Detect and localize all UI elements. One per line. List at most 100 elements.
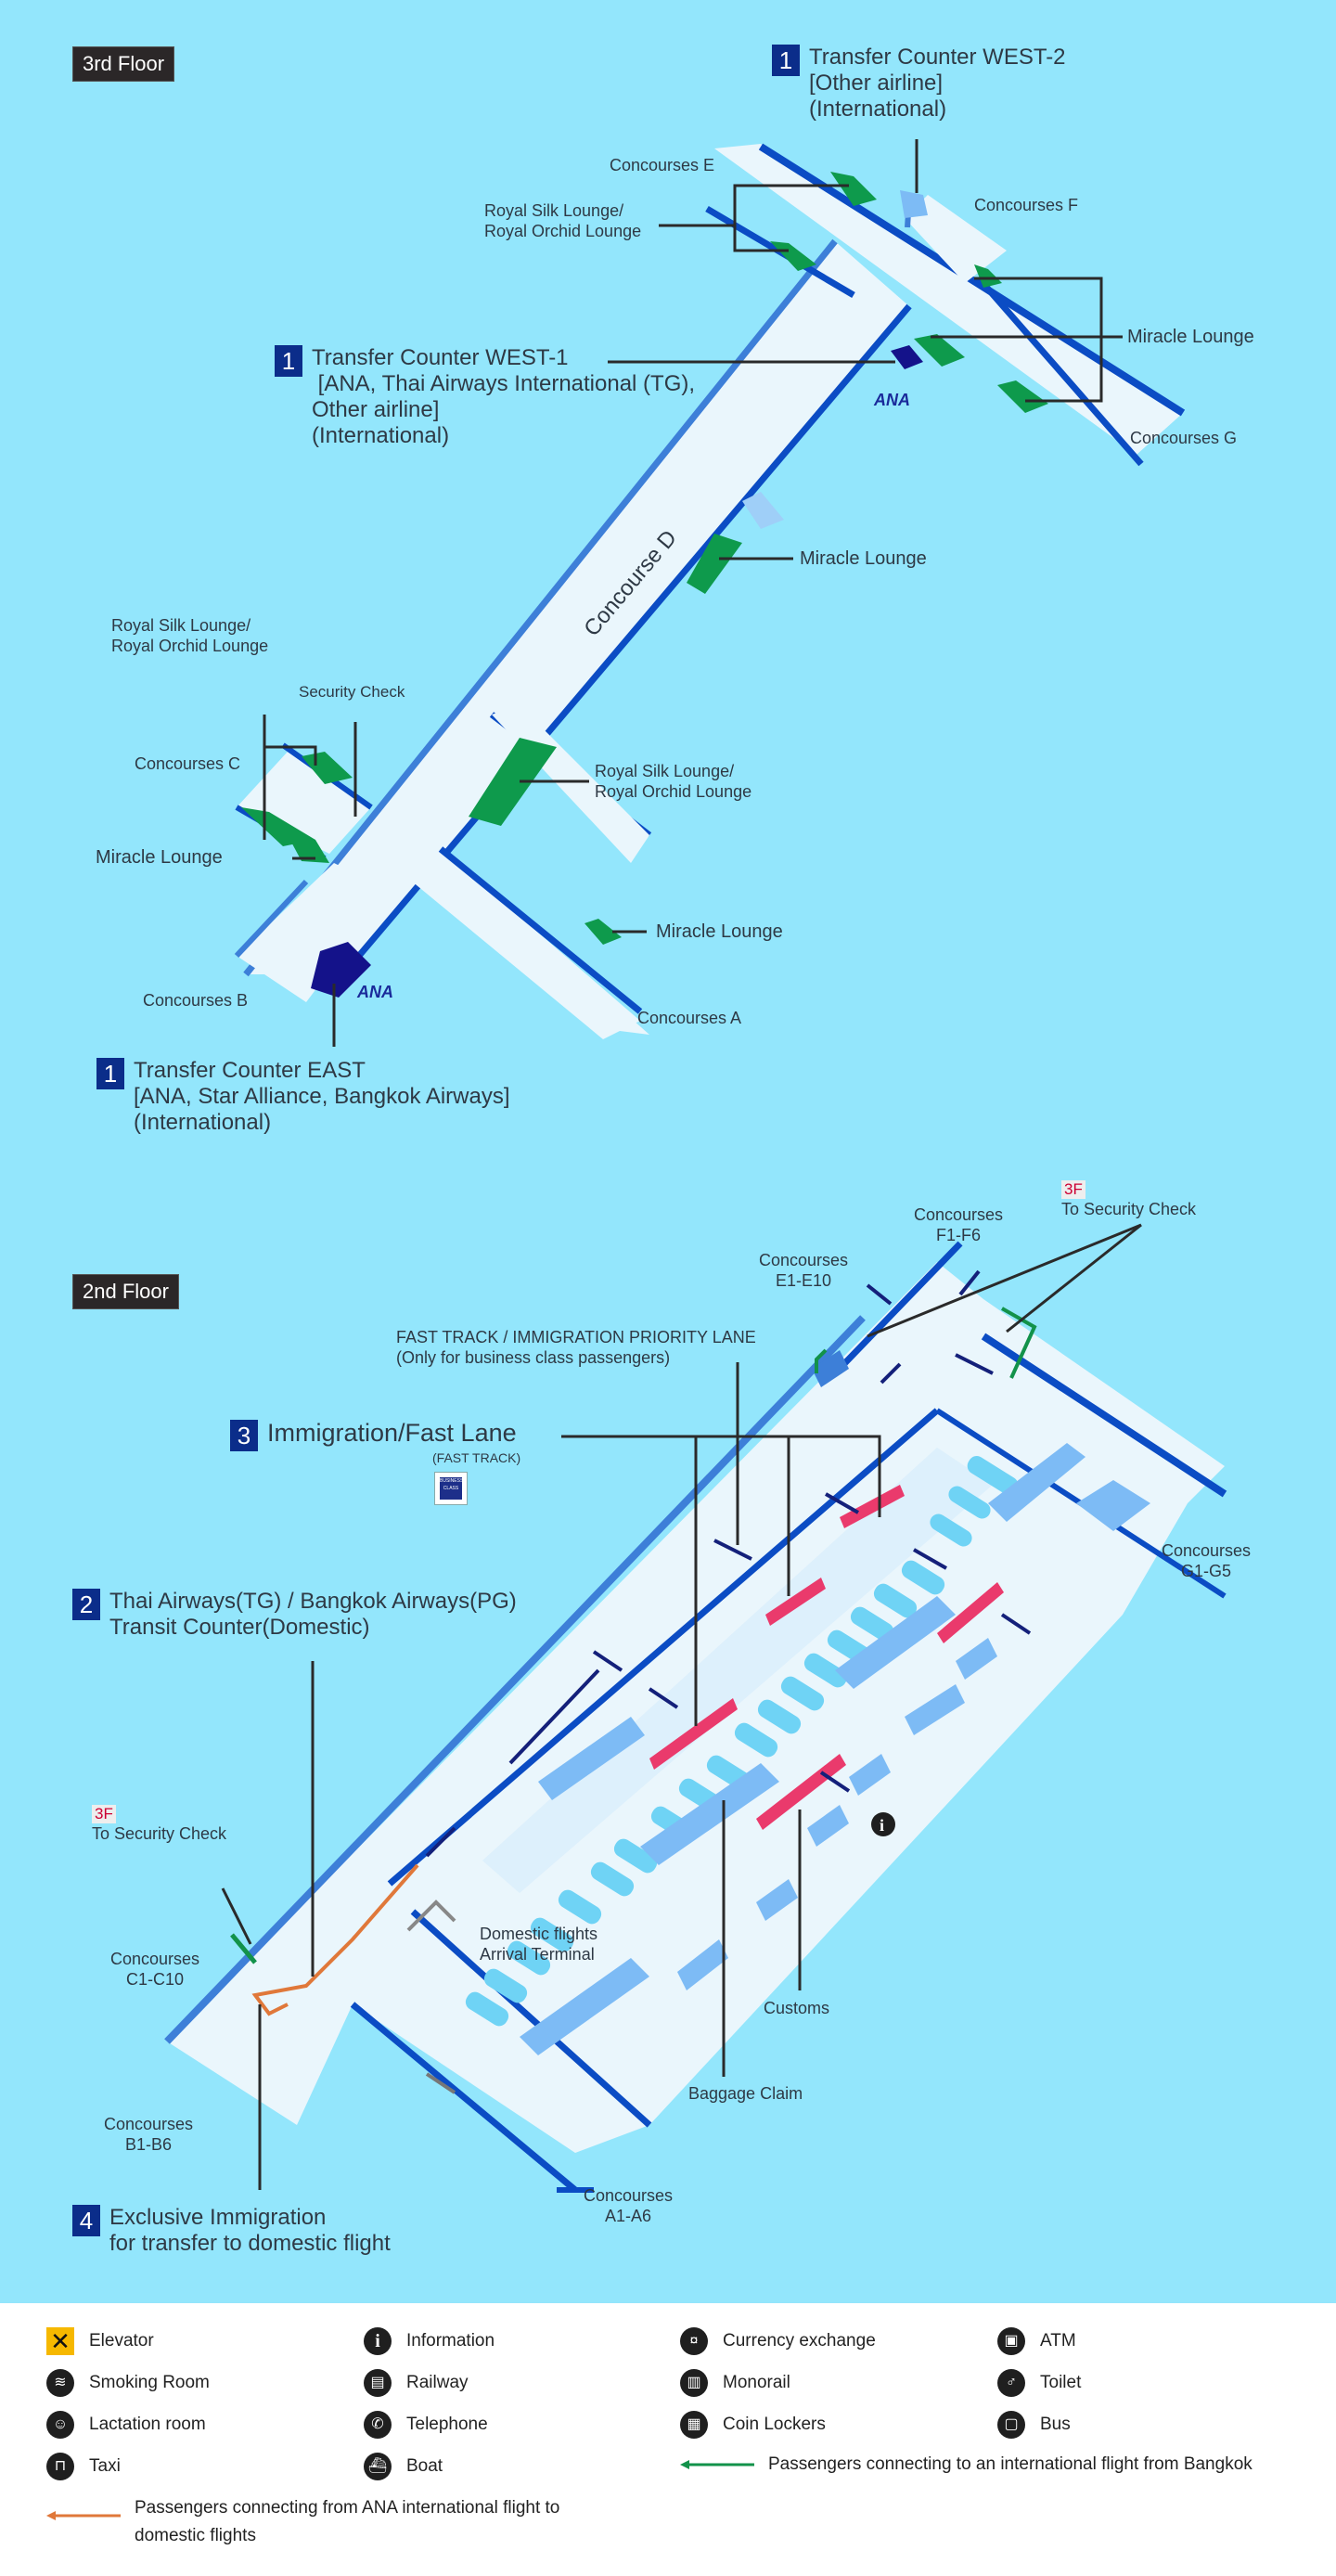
- counter-west1-block: [891, 345, 923, 369]
- floor3-badge: 3rd Floor: [72, 46, 175, 82]
- label-line: Concourses: [110, 1950, 200, 1968]
- toilet-icon: ♂: [997, 2369, 1025, 2397]
- legend-label: Boat: [406, 2456, 443, 2476]
- fast-track-sub-label: (FAST TRACK): [432, 1450, 521, 1465]
- leader-lines-3f: [263, 139, 1123, 1047]
- label-line: To Security Check: [1061, 1200, 1197, 1218]
- label-line: (Only for business class passengers): [396, 1348, 671, 1367]
- floor3-map: [234, 139, 1186, 1047]
- transfer-counter-west1: 1 Transfer Counter WEST-1 [ANA, Thai Air…: [275, 345, 695, 449]
- concourses-a-label: Concourses A: [637, 1009, 742, 1027]
- label-line: E1-E10: [776, 1271, 832, 1290]
- label-line: Arrival Terminal: [480, 1945, 595, 1964]
- marker-number: 4: [72, 2205, 100, 2236]
- label-line: B1-B6: [125, 2135, 173, 2154]
- royal-silk-lounge-label-left: Royal Silk Lounge/ Royal Orchid Lounge: [111, 615, 268, 656]
- terminal-map: i: [164, 139, 1227, 2193]
- concourses-e-label: Concourses E: [610, 156, 715, 174]
- callout-line: Transfer Counter WEST-1: [312, 345, 569, 370]
- ana-logo: ANA: [357, 983, 393, 1001]
- information-marker[interactable]: [871, 1812, 895, 1836]
- legend-label: Coin Lockers: [723, 2415, 826, 2434]
- legend-label: Smoking Room: [89, 2373, 210, 2392]
- boat-icon: ⛴: [364, 2453, 392, 2480]
- counter-east-block: [311, 942, 371, 998]
- callout-line: (International): [809, 97, 947, 122]
- marker-number: 2: [72, 1589, 100, 1620]
- label-line: Concourses: [104, 2115, 194, 2133]
- monorail-icon: ▥: [680, 2369, 708, 2397]
- business-class-badge-icon: BUSINESS CLASS: [434, 1472, 468, 1505]
- immigration-fast-lane: 3 Immigration/Fast Lane: [230, 1420, 517, 1451]
- transit-counter-domestic: 2 Thai Airways(TG) / Bangkok Airways(PG)…: [72, 1589, 517, 1641]
- to-security-check-left: 3F To Security Check: [92, 1803, 226, 1844]
- customs-label: Customs: [764, 1999, 830, 2017]
- callout-line: Exclusive Immigration: [109, 2205, 327, 2230]
- floor-tag: 3F: [1061, 1180, 1086, 1199]
- concourse-d-walkway: [246, 241, 909, 974]
- label-line: Concourses: [914, 1205, 1004, 1224]
- callout-line: [ANA, Thai Airways International (TG),: [312, 371, 696, 396]
- orange-route: [251, 1863, 419, 2016]
- legend-label: Lactation room: [89, 2415, 206, 2434]
- label-line: Domestic flights: [480, 1925, 598, 1943]
- callout-line: Transfer Counter EAST: [134, 1058, 366, 1083]
- floor-tag: 3F: [92, 1805, 116, 1823]
- flow-arrows: [425, 1269, 1032, 1858]
- concourse-f-walkway: [905, 195, 1007, 283]
- label-line: C1-C10: [126, 1970, 185, 1989]
- fast-track-priority-lane-label: FAST TRACK / IMMIGRATION PRIORITY LANE (…: [396, 1327, 756, 1368]
- telephone-icon: ✆: [364, 2411, 392, 2439]
- to-security-check-right: 3F To Security Check: [1061, 1179, 1196, 1219]
- floor2-map: i: [164, 1223, 1227, 2193]
- legend-label: Monorail: [723, 2373, 790, 2392]
- marker-number: 3: [230, 1420, 258, 1451]
- concourses-b1-b6-label: Concourses B1-B6: [104, 2114, 193, 2155]
- legend-label: Toilet: [1040, 2373, 1082, 2392]
- legend-label: Passengers connecting to an internationa…: [768, 2454, 1252, 2474]
- legend-label: Currency exchange: [723, 2331, 876, 2351]
- legend-label: ATM: [1040, 2331, 1076, 2351]
- concourse-b-walkway: [237, 863, 390, 1002]
- label-line: Royal Orchid Lounge: [595, 782, 752, 801]
- floor2-badge: 2nd Floor: [72, 1274, 179, 1309]
- concourses-g1-g5-label: Concourses G1-G5: [1162, 1540, 1251, 1581]
- lounge-blocks: [241, 172, 1048, 945]
- marker-number: 1: [275, 345, 302, 377]
- callout-line: (International): [312, 423, 450, 448]
- legend-label: Bus: [1040, 2415, 1071, 2434]
- label-line: Royal Silk Lounge/: [111, 616, 251, 635]
- domestic-arrival-terminal-label: Domestic flights Arrival Terminal: [480, 1924, 597, 1964]
- label-line: Royal Orchid Lounge: [111, 637, 269, 655]
- exclusive-immigration: 4 Exclusive Immigration for transfer to …: [72, 2205, 391, 2257]
- green-route-left: [230, 1933, 257, 1964]
- lactation-room-icon: ☺: [46, 2411, 74, 2439]
- transfer-counter-east: 1 Transfer Counter EAST [ANA, Star Allia…: [96, 1058, 510, 1136]
- counter-west2-block: [900, 190, 928, 218]
- label-line: FAST TRACK / IMMIGRATION PRIORITY LANE: [396, 1328, 756, 1346]
- currency-exchange-icon: ¤: [680, 2327, 708, 2355]
- elevator-icon: ✕: [46, 2327, 74, 2355]
- concourse-c-walkway: [237, 752, 371, 854]
- label-line: Concourses: [759, 1251, 849, 1269]
- callout-line: Immigration/Fast Lane: [267, 1419, 517, 1447]
- leader-lines-2f: [221, 1223, 1142, 2190]
- royal-silk-lounge-label-top: Royal Silk Lounge/ Royal Orchid Lounge: [484, 200, 641, 241]
- label-line: G1-G5: [1181, 1562, 1232, 1580]
- concourses-c1-c10-label: Concourses C1-C10: [110, 1949, 199, 1990]
- baggage-claim-label: Baggage Claim: [688, 2084, 803, 2103]
- concourses-b-label: Concourses B: [143, 991, 249, 1010]
- svg-text:i: i: [880, 1816, 884, 1835]
- railway-icon: ▤: [364, 2369, 392, 2397]
- concourses-f1-f6-label: Concourses F1-F6: [914, 1204, 1003, 1245]
- bus-icon: ▢: [997, 2411, 1025, 2439]
- concourses-f-label: Concourses F: [974, 196, 1079, 214]
- counter-blocks: [520, 1350, 1150, 2055]
- atm-icon: ▣: [997, 2327, 1025, 2355]
- miracle-lounge-label-right: Miracle Lounge: [1127, 327, 1254, 347]
- legend-label: Passengers connecting from ANA internati…: [135, 2498, 560, 2545]
- callout-line: (International): [134, 1110, 272, 1135]
- green-arrow-icon: [680, 2460, 754, 2469]
- information-icon: i: [364, 2327, 392, 2355]
- transfer-counter-west2: 1 Transfer Counter WEST-2 [Other airline…: [772, 45, 1066, 122]
